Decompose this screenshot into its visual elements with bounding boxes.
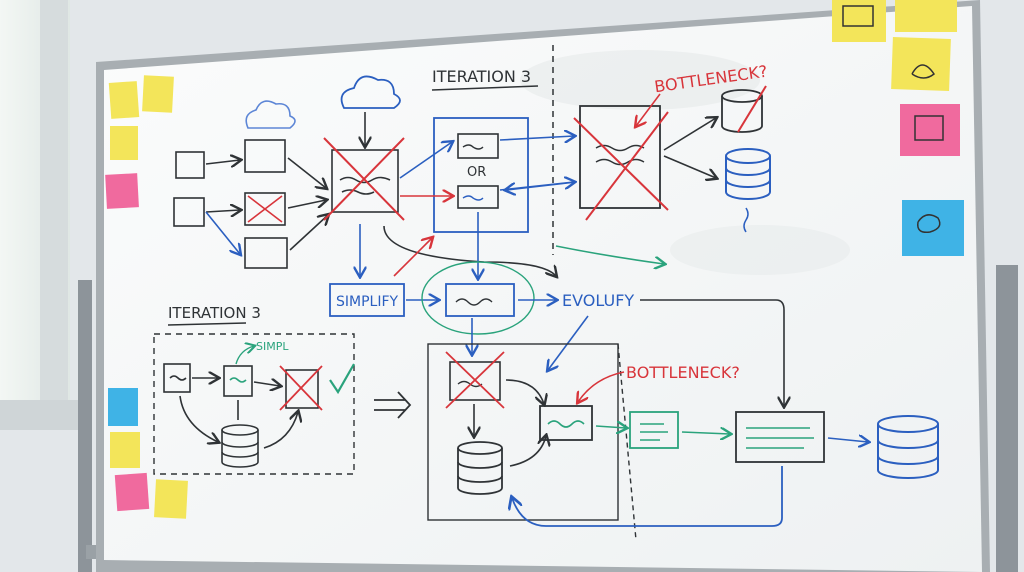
sticky-note: [110, 126, 138, 160]
sticky-note: [114, 472, 150, 512]
whiteboard-surface: [104, 6, 982, 572]
sticky-note: [891, 37, 951, 91]
database-icon: [457, 441, 503, 495]
left-title: ITERATION 3: [168, 304, 261, 322]
bottleneck-box: [579, 105, 661, 209]
simplify-label: SIMPLIFY: [336, 294, 399, 310]
database-icon: [725, 148, 771, 200]
sticky-note: [108, 81, 140, 119]
cloud-icon: [340, 75, 401, 109]
sticky-note: [108, 388, 138, 426]
sticky-note: [142, 75, 174, 113]
cloud-icon: [245, 100, 296, 129]
window-frame: [40, 0, 68, 420]
simplify-box: [329, 283, 405, 317]
evolufy-label: EVOLUFY: [562, 291, 634, 310]
sticky-note: [900, 104, 960, 156]
sticky-note: [110, 432, 140, 468]
database-icon: [221, 424, 259, 468]
sticky-note: [902, 200, 964, 256]
stand-leg-right: [996, 265, 1018, 572]
sticky-note: [895, 0, 957, 32]
bottleneck-label-mid: BOTTLENECK?: [626, 363, 740, 382]
database-icon: [877, 415, 939, 479]
database-icon: [721, 89, 763, 133]
or-label: OR: [467, 165, 486, 180]
stand-leg-left: [78, 280, 92, 572]
sticky-note: [154, 479, 188, 519]
upper-left-flow: [173, 139, 399, 269]
iteration-panel: [153, 333, 355, 475]
top-title: ITERATION 3: [432, 67, 531, 86]
check-icon: [329, 363, 355, 395]
sticky-notes: [105, 0, 964, 519]
sticky-note: [832, 0, 886, 42]
option-box: [433, 117, 529, 233]
sticky-note: [105, 173, 139, 209]
simpl-label: SIMPL: [256, 340, 289, 353]
